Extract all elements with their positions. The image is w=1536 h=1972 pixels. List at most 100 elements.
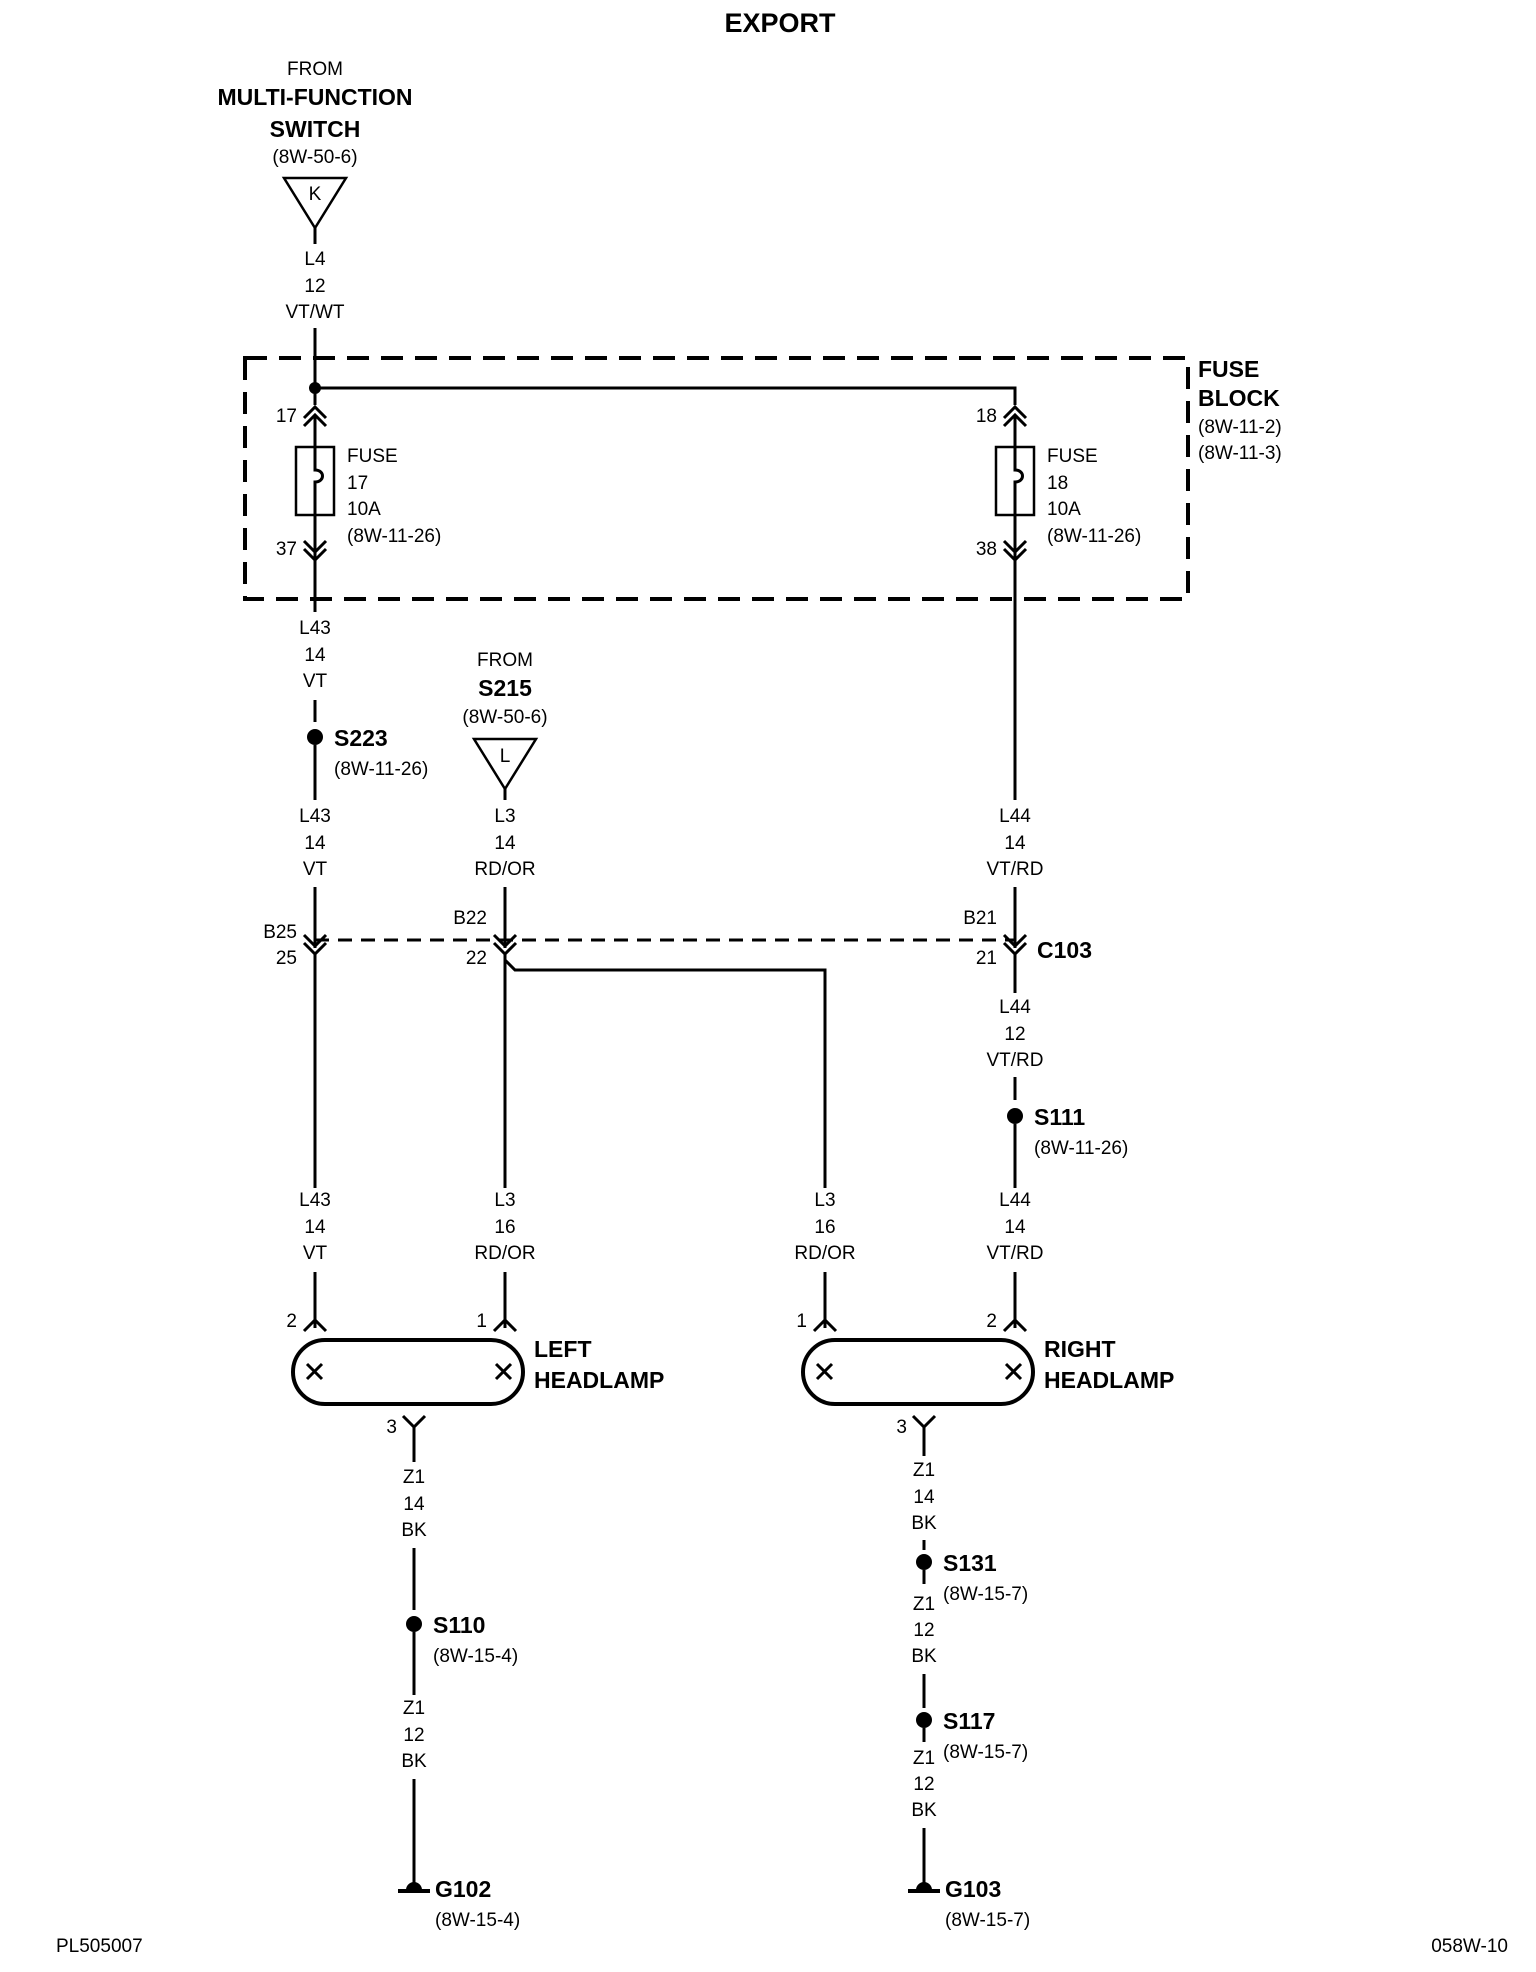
fuse-block-label: FUSE BLOCK (8W-11-2) (8W-11-3) <box>1198 356 1282 464</box>
gauge-label: 14 <box>403 1494 425 1515</box>
color-label: RD/OR <box>794 1243 855 1264</box>
fuse-number: 17 <box>347 473 368 494</box>
circuit-label: Z1 <box>403 1698 425 1719</box>
color-label: VT/RD <box>987 859 1044 880</box>
pin-label: B25 <box>263 922 297 943</box>
wire-label-l44: L44 14 VT/RD <box>987 1190 1044 1264</box>
connector-pin-icon <box>812 1317 838 1333</box>
fuse-block-ref: (8W-11-2) <box>1198 417 1282 438</box>
wire-label-l3: L3 14 RD/OR <box>474 806 535 880</box>
connector-c103: B25 25 B22 22 B21 21 C103 <box>263 908 1092 969</box>
color-label: VT <box>303 1243 328 1264</box>
color-label: BK <box>911 1800 937 1821</box>
circuit-label: L3 <box>494 806 515 827</box>
gauge-label: 14 <box>304 645 326 666</box>
pin-label: 22 <box>466 948 487 969</box>
circuit-label: L43 <box>299 618 331 639</box>
fuse-rating: 10A <box>1047 499 1081 520</box>
filament-terminal-icon <box>494 1362 513 1381</box>
wire-label-l43: L43 14 VT <box>295 1188 335 1272</box>
footer-right-code: 058W-10 <box>1431 1936 1508 1957</box>
headlamp-bulb-icon <box>291 1338 525 1406</box>
circuit-label: Z1 <box>913 1594 935 1615</box>
connector-tag: K <box>309 184 322 205</box>
fuse-block-name: BLOCK <box>1198 385 1280 411</box>
pin-label: 17 <box>276 406 297 427</box>
ground-g103: G103 (8W-15-7) <box>908 1876 1030 1931</box>
color-label: VT/WT <box>285 302 344 323</box>
connector-pin-icon <box>302 1317 328 1333</box>
pin-label: 1 <box>476 1311 487 1332</box>
gauge-label: 14 <box>304 833 326 854</box>
splice-s117: S117 (8W-15-7) <box>916 1708 1028 1763</box>
fuse-block-ref: (8W-11-3) <box>1198 443 1282 464</box>
ground-ref: (8W-15-4) <box>435 1910 520 1931</box>
off-page-connector-icon <box>281 176 349 231</box>
pin-label: B22 <box>453 908 487 929</box>
wire-label-l3: L3 16 RD/OR <box>474 1190 535 1264</box>
splice-ref: (8W-15-7) <box>943 1584 1028 1605</box>
from-s215: FROM S215 (8W-50-6) L <box>462 650 548 792</box>
circuit-label: L43 <box>299 1190 331 1211</box>
color-label: VT <box>303 859 328 880</box>
from-label: FROM <box>477 650 533 671</box>
color-label: BK <box>401 1520 427 1541</box>
color-label: VT <box>303 671 328 692</box>
source-ref: (8W-50-6) <box>272 147 357 168</box>
circuit-label: Z1 <box>403 1467 425 1488</box>
color-label: BK <box>401 1751 427 1772</box>
connector-pin-icon <box>492 1317 518 1333</box>
fuse-label: FUSE <box>347 446 398 467</box>
fuse-block-outline <box>243 356 1190 601</box>
pin-label: 21 <box>976 948 997 969</box>
ground-name: G102 <box>435 1876 491 1902</box>
footer-left-code: PL505007 <box>56 1936 143 1957</box>
circuit-label: L3 <box>494 1190 515 1211</box>
circuit-label: L44 <box>999 806 1031 827</box>
splice-s223: S223 (8W-11-26) <box>307 725 428 780</box>
splice-s111: S111 (8W-11-26) <box>1007 1104 1128 1159</box>
circuit-label: L44 <box>999 997 1031 1018</box>
connector-tag: L <box>500 746 511 767</box>
pin-label: 2 <box>986 1311 997 1332</box>
circuit-label: L3 <box>814 1190 835 1211</box>
splice-dot-icon <box>1007 1108 1023 1124</box>
headlamp-name: HEADLAMP <box>1044 1367 1174 1393</box>
filament-terminal-icon <box>1004 1362 1023 1381</box>
pin-label: 25 <box>276 948 297 969</box>
splice-name: S117 <box>943 1708 995 1734</box>
pin-label: 3 <box>386 1417 397 1438</box>
fuse-17: 17 FUSE 17 10A (8W-11-26) 37 <box>276 404 441 563</box>
pin-label: 37 <box>276 539 297 560</box>
filament-terminal-icon <box>815 1362 834 1381</box>
wire-label-l44: L44 14 VT/RD <box>987 806 1044 880</box>
wire-label-z1: Z1 12 BK <box>911 1594 937 1667</box>
off-page-connector-icon <box>471 737 539 792</box>
connector-pin-icon <box>401 1414 427 1440</box>
splice-name: S223 <box>334 725 388 751</box>
splice-ref: (8W-15-4) <box>433 1646 518 1667</box>
source-ref: (8W-50-6) <box>462 707 547 728</box>
pin-label: B21 <box>963 908 997 929</box>
ground-ref: (8W-15-7) <box>945 1910 1030 1931</box>
gauge-label: 16 <box>494 1217 515 1238</box>
filament-terminal-icon <box>305 1362 324 1381</box>
splice-s110: S110 (8W-15-4) <box>406 1612 518 1667</box>
headlamp-name: HEADLAMP <box>534 1367 664 1393</box>
fuse-rating: 10A <box>347 499 381 520</box>
splice-s131: S131 (8W-15-7) <box>916 1550 1028 1605</box>
ground-name: G103 <box>945 1876 1001 1902</box>
circuit-label: Z1 <box>913 1748 935 1769</box>
splice-name: S131 <box>943 1550 997 1576</box>
wire-label-l3: L3 16 RD/OR <box>794 1190 855 1264</box>
splice-ref: (8W-15-7) <box>943 1742 1028 1763</box>
pin-label: 18 <box>976 406 997 427</box>
gauge-label: 16 <box>814 1217 835 1238</box>
ground-g102: G102 (8W-15-4) <box>398 1876 520 1931</box>
color-label: BK <box>911 1513 937 1534</box>
wire-label-l43: L43 14 VT <box>299 618 331 692</box>
fuse-block-name: FUSE <box>1198 356 1259 382</box>
pin-label: 38 <box>976 539 997 560</box>
fuse-label: FUSE <box>1047 446 1098 467</box>
